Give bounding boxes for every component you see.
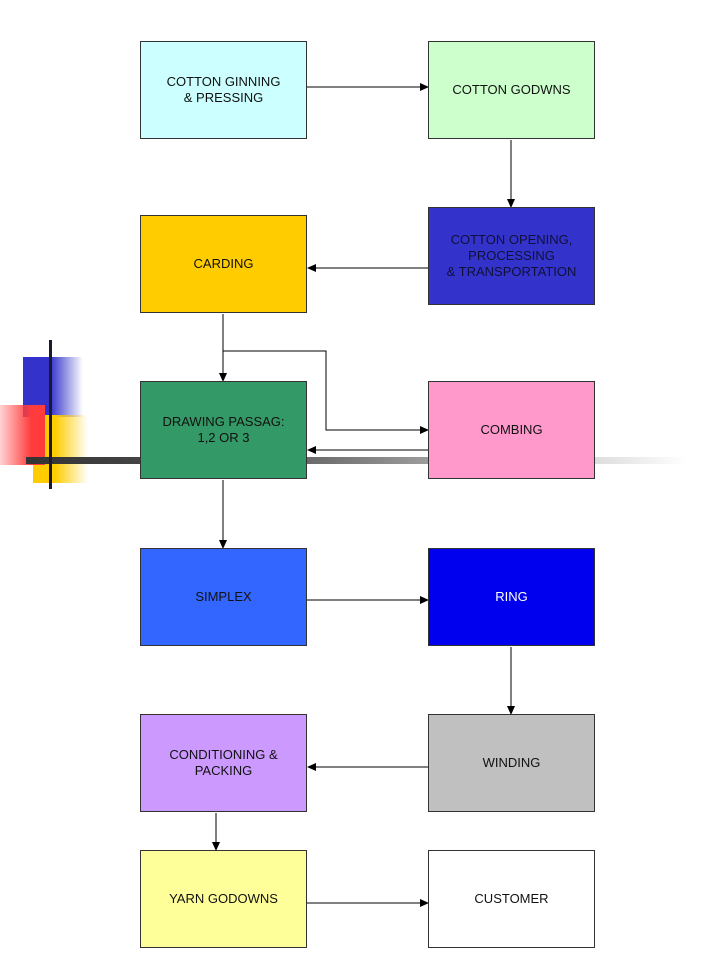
box-cotton-godowns: COTTON GODWNS [428,41,595,139]
box-conditioning-packing: CONDITIONING & PACKING [140,714,307,812]
box-cotton-ginning: COTTON GINNING & PRESSING [140,41,307,139]
decor-horizontal-bar [26,457,686,464]
box-yarn-godowns: YARN GODOWNS [140,850,307,948]
box-winding: WINDING [428,714,595,812]
box-simplex: SIMPLEX [140,548,307,646]
box-combing: COMBING [428,381,595,479]
arrow-carding-to-combing [223,350,429,434]
box-cotton-opening: COTTON OPENING, PROCESSING & TRANSPORTAT… [428,207,595,305]
decor-red-square [0,405,45,465]
box-carding: CARDING [140,215,307,313]
decor-vertical-line [49,340,52,489]
box-drawing-passage: DRAWING PASSAG: 1,2 OR 3 [140,381,307,479]
box-ring: RING [428,548,595,646]
box-customer: CUSTOMER [428,850,595,948]
